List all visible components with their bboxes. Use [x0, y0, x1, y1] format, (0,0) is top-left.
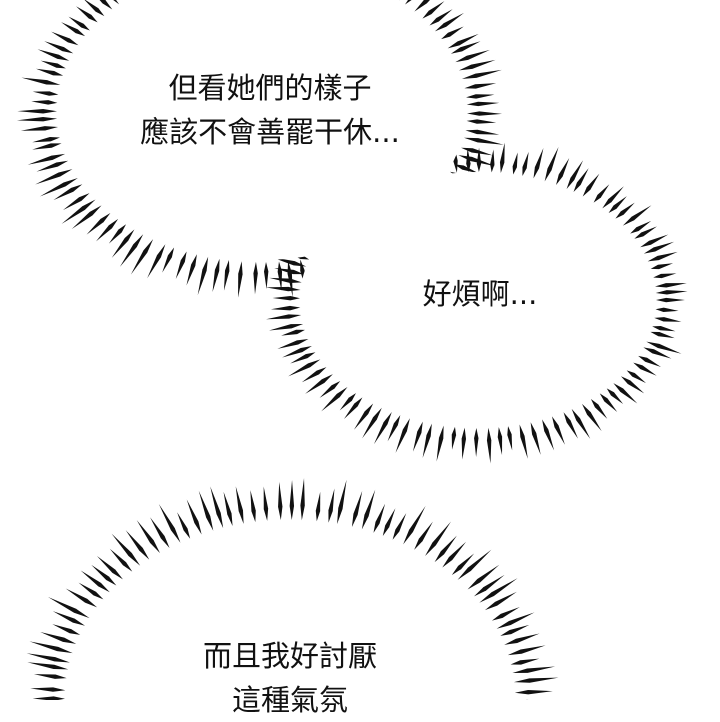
speech-line: 這種氣氛 — [170, 678, 410, 722]
speech-line: 而且我好討厭 — [170, 634, 410, 678]
comic-panel: 但看她們的樣子 應該不會善罷干休... 好煩啊... 而且我好討厭 這種氣氛 — [0, 0, 720, 700]
speech-bubble-1-text: 但看她們的樣子 應該不會善罷干休... — [120, 66, 420, 154]
speech-line: 但看她們的樣子 — [120, 66, 420, 110]
speech-line: 好煩啊... — [400, 272, 560, 316]
speech-bubble-2-text: 好煩啊... — [400, 272, 560, 316]
speech-line: 應該不會善罷干休... — [120, 110, 420, 154]
speech-bubble-3-text: 而且我好討厭 這種氣氛 — [170, 634, 410, 722]
